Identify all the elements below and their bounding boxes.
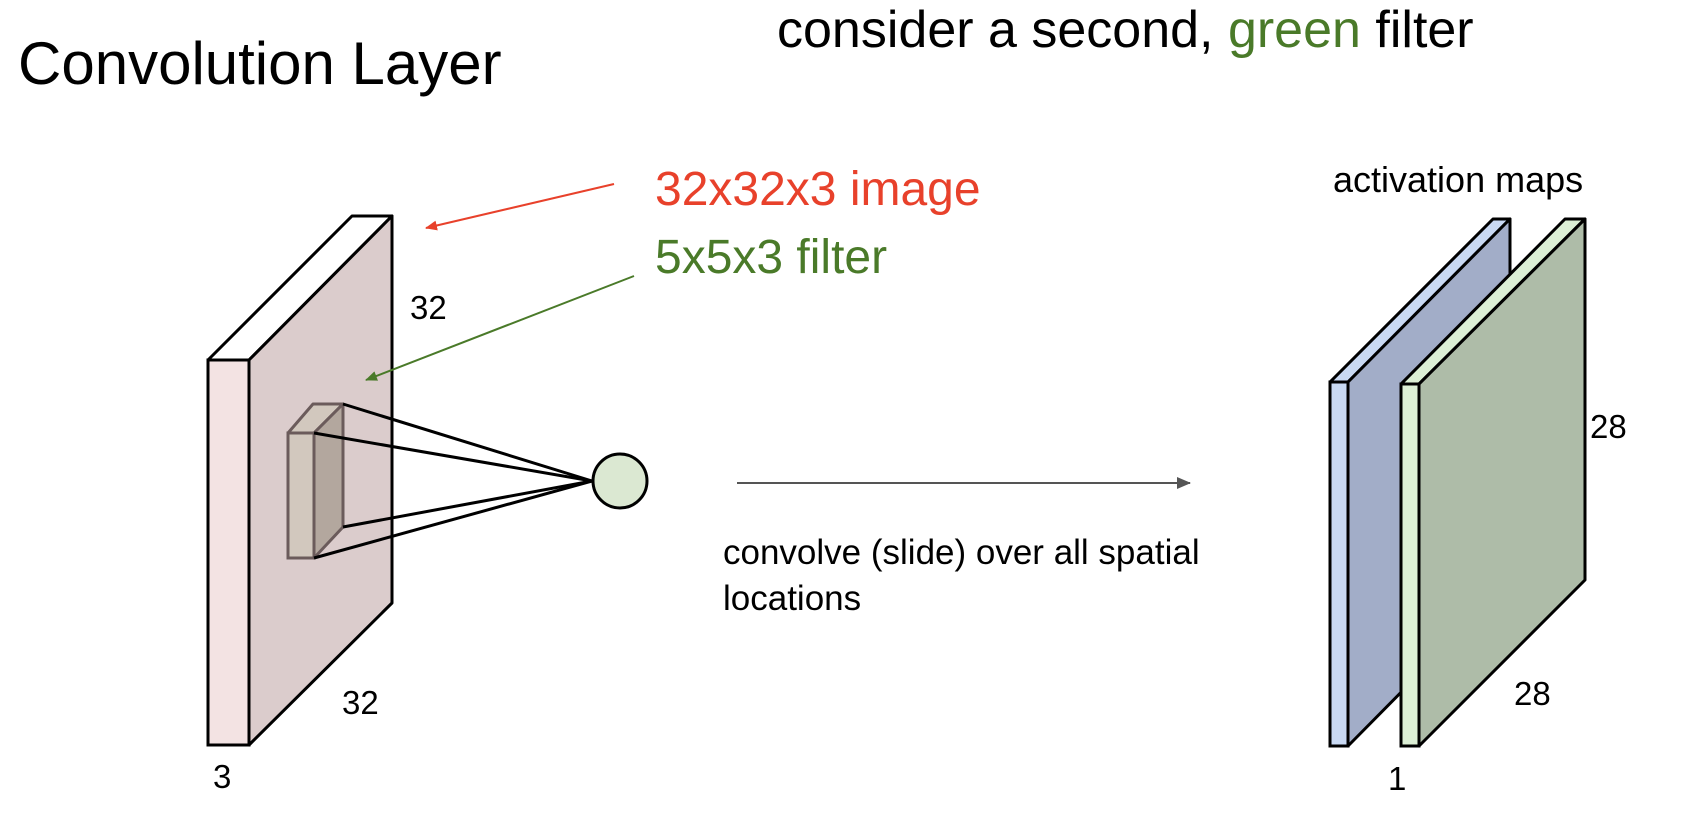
activation-maps-label: activation maps [1333,159,1584,200]
image-label: 32x32x3 image [655,163,981,216]
map-height-label: 28 [1590,408,1627,445]
input-volume [206,214,394,747]
receptive-line-bottom-front [313,479,593,560]
map-width-label: 28 [1514,675,1551,712]
input-width-label: 32 [342,684,379,721]
receptive-line-top-back [342,402,593,483]
convolve-label: convolve (slide) over all spatial locati… [723,533,1200,618]
subtitle-suffix: filter [1360,1,1474,59]
activation-map-green-front-face [1399,382,1421,748]
input-volume-front-face [206,358,251,747]
filter-box [286,402,345,560]
receptive-line-top-front [313,431,593,483]
subtitle-highlight-word: green [1227,1,1361,59]
activation-map-green [1399,217,1587,748]
slide-title: Convolution Layer [18,30,502,97]
subtitle-prefix: consider a second, [777,1,1228,59]
image-pointer-arrow [425,183,615,231]
map-depth-label: 1 [1388,760,1407,797]
activation-map-blue-front-face [1328,380,1350,748]
filter-front-face [286,431,316,560]
receptive-field-lines [313,402,593,560]
input-height-label: 32 [410,289,447,326]
filter-label: 5x5x3 filter [655,231,888,284]
output-neuron [591,452,649,510]
input-depth-label: 3 [213,758,232,795]
filter-pointer-arrow [365,275,635,381]
receptive-line-bottom-back [342,479,593,529]
subtitle: consider a second, green filter [777,4,1474,56]
